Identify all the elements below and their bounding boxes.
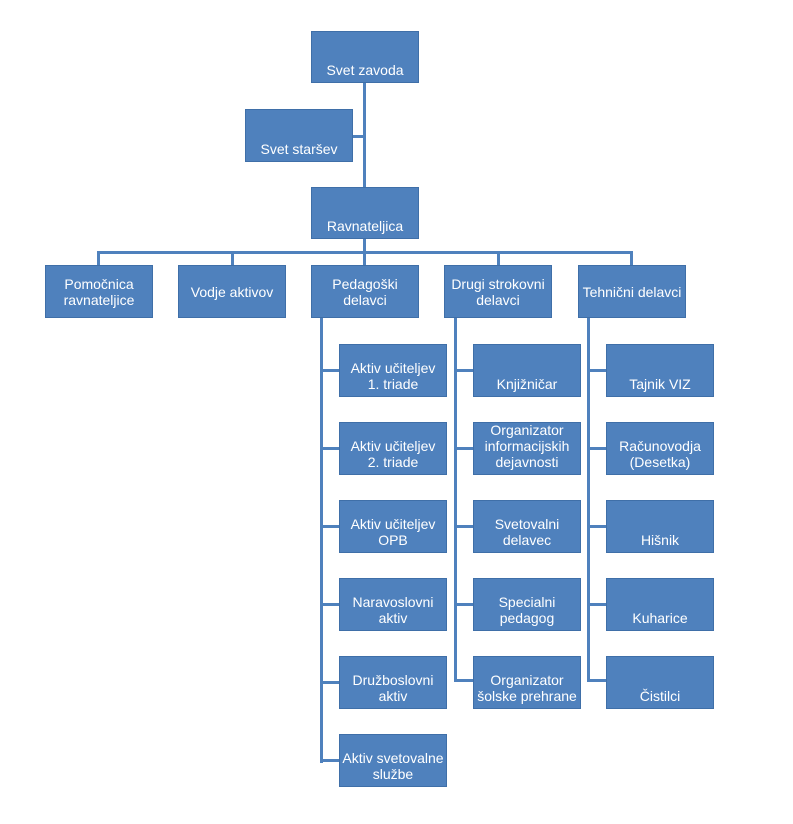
connector-tick xyxy=(320,603,340,606)
node-label: Hišnik xyxy=(640,532,680,548)
node-label: Specialni pedagog xyxy=(498,594,556,626)
connector-parents-council xyxy=(352,135,366,138)
node-label: Kuharice xyxy=(632,610,688,626)
node-label: Vodje aktivov xyxy=(190,283,274,300)
node-technical-child: Hišnik xyxy=(606,500,714,553)
node-technical-child: Računovodja (Desetka) xyxy=(606,422,714,475)
node-label: Knjižničar xyxy=(496,376,558,392)
node-label: Svet staršev xyxy=(260,141,338,157)
connector-tick xyxy=(587,679,607,682)
connector-branch-5 xyxy=(630,251,633,266)
connector-director-down xyxy=(363,238,366,253)
node-technical-child: Tajnik VIZ xyxy=(606,344,714,397)
connector-tick xyxy=(454,369,474,372)
connector-branch-3 xyxy=(363,251,366,266)
node-professional-child: Svetovalni delavec xyxy=(473,500,581,553)
connector-tick xyxy=(587,447,607,450)
connector-tick xyxy=(587,603,607,606)
node-pedagogical-child: Aktiv svetovalne službe xyxy=(339,734,447,787)
connector-tick xyxy=(587,369,607,372)
connector-tick xyxy=(454,603,474,606)
node-professional-child: Specialni pedagog xyxy=(473,578,581,631)
connector-branch-4 xyxy=(497,251,500,266)
node-parents-council: Svet staršev xyxy=(245,109,353,162)
node-label: Tehnični delavci xyxy=(582,283,682,300)
node-label: Aktiv svetovalne službe xyxy=(342,750,444,782)
connector-branch-2 xyxy=(231,251,234,266)
node-label: Organizator informacijskih dejavnosti xyxy=(484,422,570,470)
node-director: Ravnateljica xyxy=(311,187,419,239)
node-assistant-director: Pomočnica ravnateljice xyxy=(45,265,153,318)
connector-spine-pedagogical xyxy=(320,318,323,763)
connector-tick xyxy=(320,759,340,762)
node-label: Svet zavoda xyxy=(326,62,404,78)
node-technical-child: Čistilci xyxy=(606,656,714,709)
node-label: Pomočnica ravnateljice xyxy=(63,275,135,308)
connector-tick xyxy=(320,681,340,684)
connector-spine-professional xyxy=(454,318,457,682)
node-label: Družboslovni aktiv xyxy=(352,672,434,704)
connector-tick xyxy=(320,369,340,372)
node-label: Svetovalni delavec xyxy=(494,516,560,548)
node-pedagogical-child: Aktiv učiteljev 1. triade xyxy=(339,344,447,397)
node-label: Pedagoški delavci xyxy=(332,275,398,308)
node-label: Drugi strokovni delavci xyxy=(451,275,545,308)
node-professional-child: Organizator informacijskih dejavnosti xyxy=(473,422,581,475)
node-label: Naravoslovni aktiv xyxy=(352,594,434,626)
node-label: Aktiv učiteljev OPB xyxy=(350,516,436,548)
node-label: Organizator šolske prehrane xyxy=(477,672,577,704)
node-pedagogical-child: Aktiv učiteljev OPB xyxy=(339,500,447,553)
connector-tick xyxy=(454,525,474,528)
connector-spine-technical xyxy=(587,318,590,682)
node-pedagogical-child: Naravoslovni aktiv xyxy=(339,578,447,631)
node-label: Ravnateljica xyxy=(326,218,404,234)
node-pedagogical-child: Družboslovni aktiv xyxy=(339,656,447,709)
connector-branch-1 xyxy=(97,251,100,266)
connector-tick xyxy=(320,447,340,450)
node-school-council: Svet zavoda xyxy=(311,31,419,83)
node-professional-child: Knjižničar xyxy=(473,344,581,397)
node-label: Aktiv učiteljev 2. triade xyxy=(350,438,436,470)
node-pedagogical-child: Aktiv učiteljev 2. triade xyxy=(339,422,447,475)
connector-tick xyxy=(454,447,474,450)
node-technical-staff: Tehnični delavci xyxy=(578,265,686,318)
node-technical-child: Kuharice xyxy=(606,578,714,631)
connector-tick xyxy=(587,525,607,528)
node-label: Tajnik VIZ xyxy=(629,376,691,392)
node-other-professional-staff: Drugi strokovni delavci xyxy=(444,265,552,318)
connector-tick xyxy=(320,525,340,528)
connector-tick xyxy=(454,679,474,682)
node-label: Računovodja (Desetka) xyxy=(619,438,701,470)
node-label: Aktiv učiteljev 1. triade xyxy=(350,360,436,392)
node-activity-leaders: Vodje aktivov xyxy=(178,265,286,318)
node-pedagogical-staff: Pedagoški delavci xyxy=(311,265,419,318)
node-label: Čistilci xyxy=(639,688,681,704)
node-professional-child: Organizator šolske prehrane xyxy=(473,656,581,709)
